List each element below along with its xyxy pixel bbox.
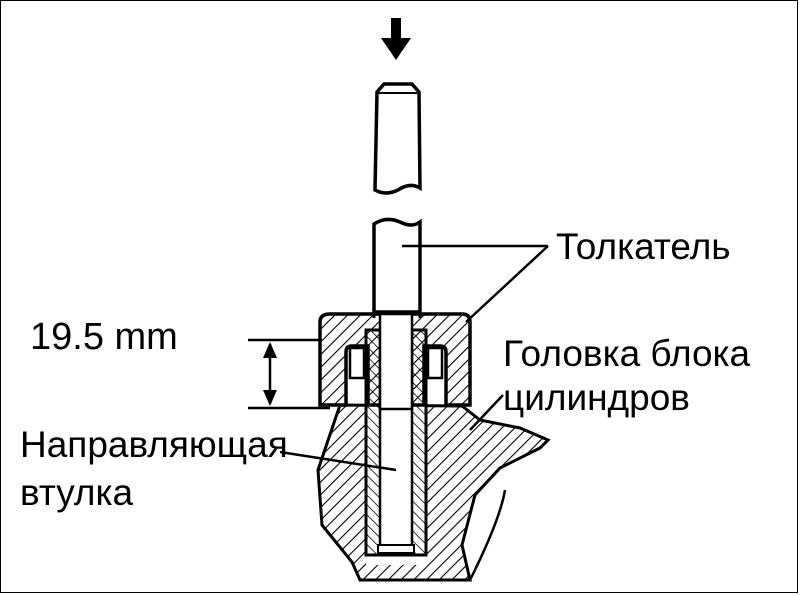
head-leader-line (469, 394, 504, 431)
pusher-top-piece (373, 82, 422, 195)
cylinder-head-label-line2: цилиндров (503, 377, 690, 418)
guide-bushing-label-line2: втулка (20, 472, 134, 513)
installer-cap (318, 312, 472, 411)
guide-bushing-label-line1: Направляющая (20, 424, 288, 465)
cylinder-head-body (316, 395, 551, 582)
guide-leader-line (279, 450, 397, 472)
pusher-label: Толкатель (556, 226, 731, 267)
dimension-label: 19.5 mm (30, 316, 178, 358)
cylinder-head-label-line1: Головка блока (503, 333, 751, 374)
down-arrow-icon (381, 18, 411, 60)
dimension-marker (248, 338, 330, 410)
pusher-leader-lines (402, 244, 549, 323)
pusher-lower-piece (372, 217, 422, 318)
